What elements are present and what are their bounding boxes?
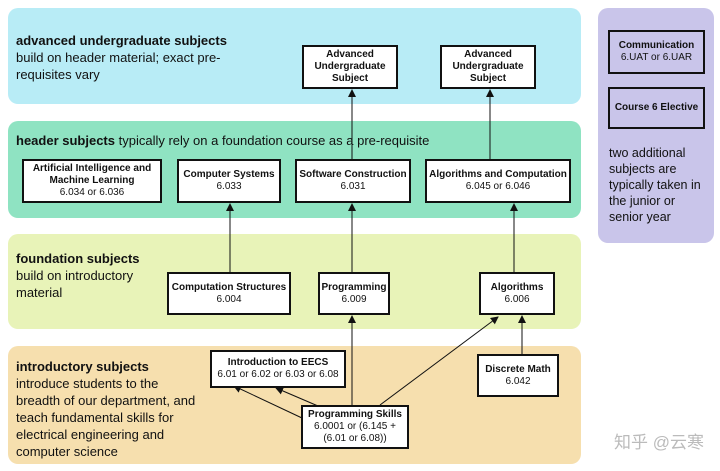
header-box-ai-ml-title: Artificial Intelligence and Machine Lear… (32, 163, 152, 186)
side-box-course6-elective-title: Course 6 Elective (614, 102, 699, 113)
advanced-subject-box-1[interactable]: Advanced Undergraduate Subject (302, 45, 398, 89)
foundation-box-algorithms-title: Algorithms (490, 281, 544, 293)
arrow-skills-to-algorithms (379, 316, 499, 406)
side-box-course6-elective[interactable]: Course 6 Elective (608, 87, 705, 129)
advanced-subject-title-2: Advanced Undergraduate Subject (452, 49, 524, 84)
side-note: two additional subjects are typically ta… (609, 146, 701, 224)
foundation-box-programming[interactable]: Programming 6.009 (318, 272, 390, 315)
intro-box-eecs-title: Introduction to EECS (227, 357, 329, 368)
header-box-computer-systems[interactable]: Computer Systems 6.033 (177, 159, 281, 203)
header-box-computer-systems-code: 6.033 (216, 181, 242, 192)
arrow-skills-to-eecs-left (233, 385, 303, 419)
intro-box-programming-skills-title: Programming Skills (308, 409, 402, 420)
arrow-skills-to-eecs-right (275, 387, 319, 407)
foundation-box-programming-title: Programming (321, 281, 387, 293)
foundation-box-programming-code: 6.009 (341, 293, 367, 305)
foundation-box-computation-structures-title: Computation Structures (171, 281, 287, 293)
advanced-subject-title-1: Advanced Undergraduate Subject (314, 49, 386, 84)
intro-box-discrete-math-title: Discrete Math (485, 363, 551, 375)
intro-box-discrete-math-code: 6.042 (505, 375, 531, 387)
foundation-box-computation-structures[interactable]: Computation Structures 6.004 (167, 272, 291, 315)
intro-box-eecs[interactable]: Introduction to EECS 6.01 or 6.02 or 6.0… (210, 350, 346, 388)
intro-box-programming-skills-code: 6.0001 or (6.145 + (6.01 or 6.08)) (313, 421, 396, 444)
header-box-software-construction-title: Software Construction (299, 169, 407, 180)
intro-box-programming-skills[interactable]: Programming Skills 6.0001 or (6.145 + (6… (301, 405, 409, 449)
foundation-band-label: foundation subjects build on introductor… (16, 250, 166, 301)
foundation-box-algorithms-code: 6.006 (504, 293, 530, 305)
side-box-communication[interactable]: Communication 6.UAT or 6.UAR (608, 30, 705, 74)
advanced-band-title: advanced undergraduate subjects (16, 33, 227, 48)
header-box-algorithms-computation-title: Algorithms and Computation (429, 169, 567, 180)
header-box-computer-systems-title: Computer Systems (183, 169, 275, 180)
foundation-band-title: foundation subjects (16, 251, 140, 266)
introductory-band-label: introductory subjects introduce students… (16, 358, 201, 460)
header-band-title: header subjects (16, 133, 115, 148)
advanced-band-label: advanced undergraduate subjects build on… (16, 32, 246, 83)
intro-box-eecs-code: 6.01 or 6.02 or 6.03 or 6.08 (217, 369, 339, 380)
advanced-subject-box-2[interactable]: Advanced Undergraduate Subject (440, 45, 536, 89)
foundation-box-computation-structures-code: 6.004 (216, 293, 242, 305)
watermark: 知乎 @云寒 (614, 433, 704, 452)
side-box-communication-code: 6.UAT or 6.UAR (620, 52, 693, 63)
header-box-algorithms-computation[interactable]: Algorithms and Computation 6.045 or 6.04… (425, 159, 571, 203)
side-box-communication-title: Communication (618, 40, 695, 51)
header-box-ai-ml[interactable]: Artificial Intelligence and Machine Lear… (22, 159, 162, 203)
introductory-band-title: introductory subjects (16, 359, 149, 374)
header-box-ai-ml-code: 6.034 or 6.036 (59, 187, 125, 198)
introductory-band-desc: introduce students to the breadth of our… (16, 376, 196, 459)
foundation-band-desc: build on introductory material (16, 268, 134, 300)
header-box-software-construction[interactable]: Software Construction 6.031 (295, 159, 411, 203)
header-box-algorithms-computation-code: 6.045 or 6.046 (465, 181, 531, 192)
intro-box-discrete-math[interactable]: Discrete Math 6.042 (477, 354, 559, 397)
advanced-band-desc: build on header material; exact pre-requ… (16, 50, 221, 82)
foundation-box-algorithms[interactable]: Algorithms 6.006 (479, 272, 555, 315)
header-box-software-construction-code: 6.031 (340, 181, 366, 192)
